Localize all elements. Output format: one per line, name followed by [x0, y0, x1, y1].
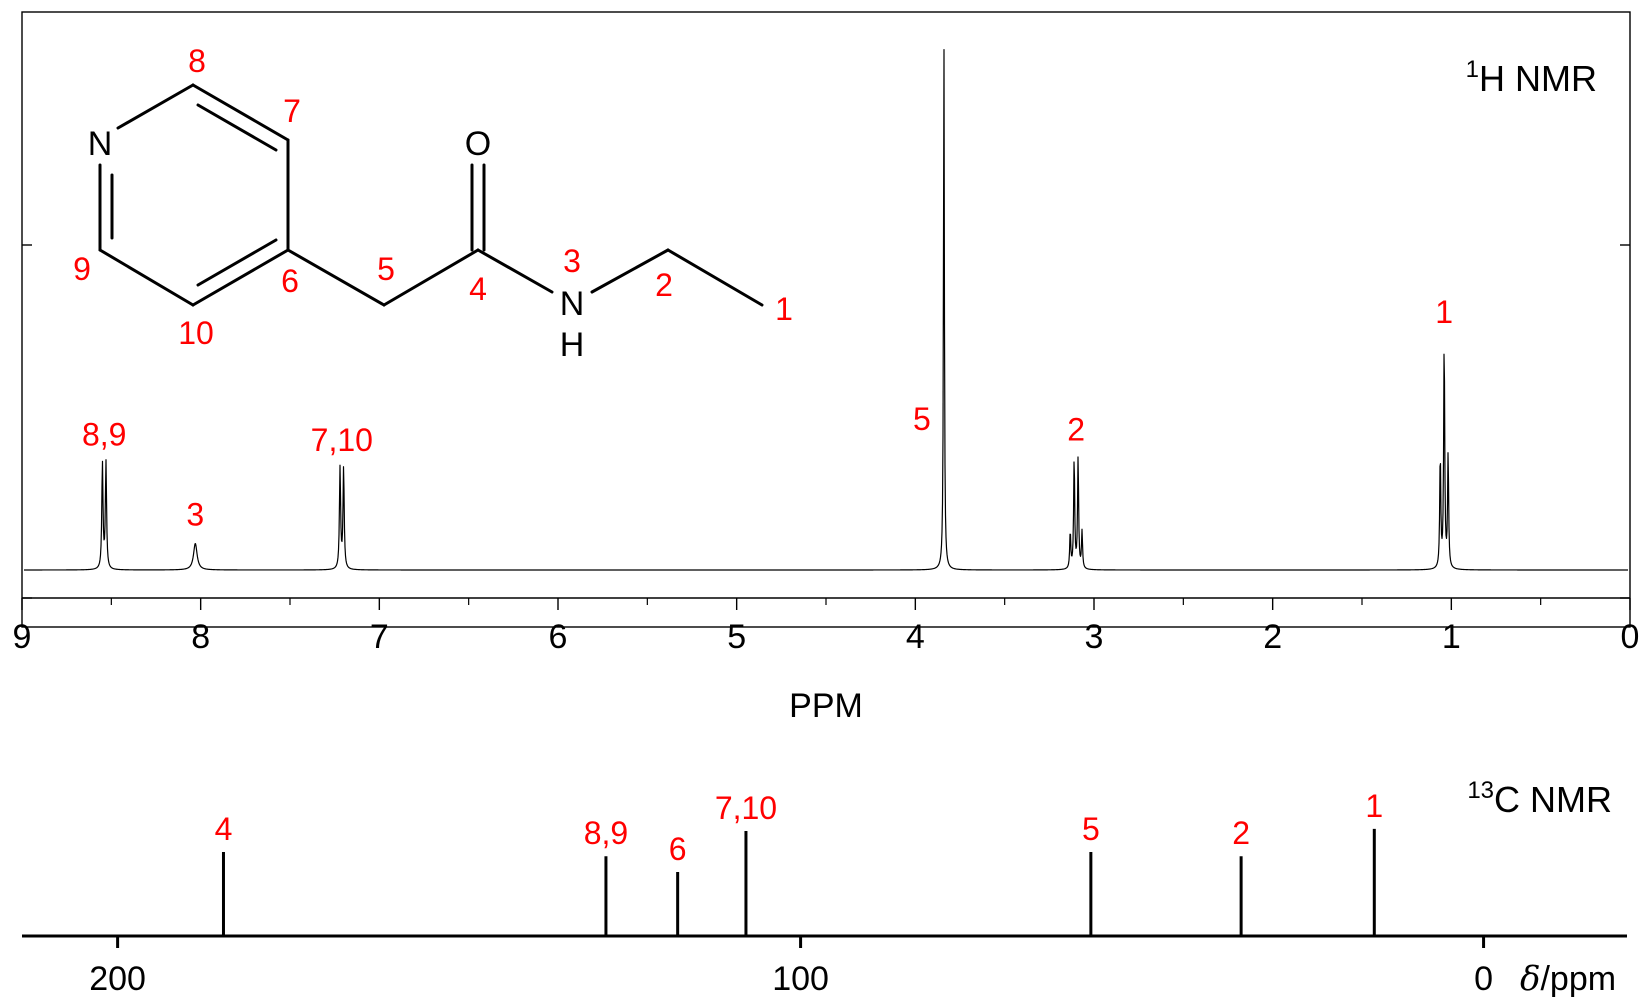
h-nmr-tick-label: 0 [1621, 618, 1640, 656]
h-nmr-tick-label: 7 [370, 618, 389, 656]
c-nmr-lines [221, 828, 1376, 936]
bond-c6-c10-inner [196, 238, 278, 287]
c-nmr-title: 13C NMR [1467, 777, 1612, 820]
structure-number-2: 2 [655, 267, 673, 303]
bond-c6-c5 [286, 248, 386, 307]
h-nmr-tick-label: 5 [727, 618, 746, 656]
structure-number-6: 6 [281, 263, 299, 299]
structure-number-7: 7 [283, 93, 301, 129]
h-nmr-tick-label: 9 [13, 618, 32, 656]
h-nmr-tick-label: 1 [1442, 618, 1461, 656]
bond-c8-c7-inner [196, 103, 278, 152]
h-nmr-peak-label: 3 [186, 496, 204, 532]
h-nmr-x-axis-label: PPM [789, 687, 863, 725]
bond-c8-c7 [191, 83, 290, 142]
h-nmr-title-superscript: 1 [1466, 56, 1479, 83]
bond-n-c8 [116, 83, 195, 130]
atom-n-ring: N [88, 125, 113, 163]
structure-number-9: 9 [73, 251, 91, 287]
c-nmr-peak-labels: 4 8,9 6 7,10 5 2 1 [215, 788, 1384, 867]
c-nmr-title-text: C NMR [1494, 779, 1612, 820]
c-nmr-tick-label: 100 [772, 960, 829, 998]
h-nmr-peak-label: 2 [1067, 411, 1085, 447]
structure-number-10: 10 [178, 315, 214, 351]
atom-o: O [465, 125, 491, 163]
c-nmr-peak-label: 5 [1082, 811, 1100, 847]
bond-c6-c10 [191, 248, 290, 307]
c-nmr-x-axis-label-delta: δ [1520, 959, 1540, 999]
h-nmr-peak-labels: 8,9 3 7,10 5 2 1 [82, 294, 1453, 532]
bond-n-c2 [590, 248, 670, 294]
atom-h-amide: H [560, 326, 585, 364]
atom-n-amide: N [560, 285, 585, 323]
c-nmr-title-superscript: 13 [1467, 777, 1494, 804]
c-nmr-tick-label: 200 [89, 960, 146, 998]
structure-number-8: 8 [188, 43, 206, 79]
bond-c4-n [476, 248, 554, 294]
c-nmr-tick-label: 0 [1474, 960, 1493, 998]
h-nmr-spectrum-line [23, 48, 1629, 571]
c-nmr-peak-label: 7,10 [715, 790, 777, 826]
bond-c5-c4 [382, 248, 480, 307]
h-nmr-tick-label: 4 [906, 618, 925, 656]
structure-number-1: 1 [775, 291, 793, 327]
h-nmr-tick-label: 6 [549, 618, 568, 656]
h-nmr-peak-label: 1 [1435, 294, 1453, 330]
h-nmr-plot-frame [21, 11, 1631, 628]
molecule-atom-labels: N O N H 8 7 9 6 10 5 4 3 2 1 [73, 43, 793, 364]
c-nmr-peak-label: 8,9 [584, 815, 628, 851]
h-nmr-tick-label: 2 [1263, 618, 1282, 656]
h-nmr-peak-label: 8,9 [82, 417, 126, 453]
bond-c2-c1 [666, 248, 764, 307]
h-nmr-peak-label: 7,10 [311, 422, 373, 458]
h-nmr-peak-label: 5 [913, 401, 931, 437]
c-nmr-peak-label: 2 [1232, 815, 1250, 851]
c-nmr-peak-label: 4 [215, 811, 233, 847]
c-nmr-x-axis-label-unit: /ppm [1540, 960, 1616, 998]
structure-number-4: 4 [469, 271, 487, 307]
molecule-structure [98, 83, 764, 307]
c-nmr-peak-label: 6 [669, 831, 687, 867]
h-nmr-title-text: H NMR [1479, 58, 1597, 99]
c-nmr-panel: 4 8,9 6 7,10 5 2 1 200 100 0 δ/ppm 13C NMR [22, 777, 1627, 999]
bond-c10-c9 [98, 248, 195, 307]
h-nmr-tick-label: 8 [191, 618, 210, 656]
h-nmr-tick-label: 3 [1085, 618, 1104, 656]
structure-number-5: 5 [377, 251, 395, 287]
structure-number-3: 3 [563, 243, 581, 279]
h-nmr-x-axis-ticks: 9 8 7 6 5 4 3 2 1 0 [13, 597, 1640, 656]
c-nmr-x-axis-ticks: 200 100 0 [89, 936, 1493, 998]
c-nmr-x-axis-label: δ/ppm [1520, 959, 1616, 999]
h-nmr-title: 1H NMR [1466, 56, 1597, 99]
c-nmr-peak-label: 1 [1365, 788, 1383, 824]
